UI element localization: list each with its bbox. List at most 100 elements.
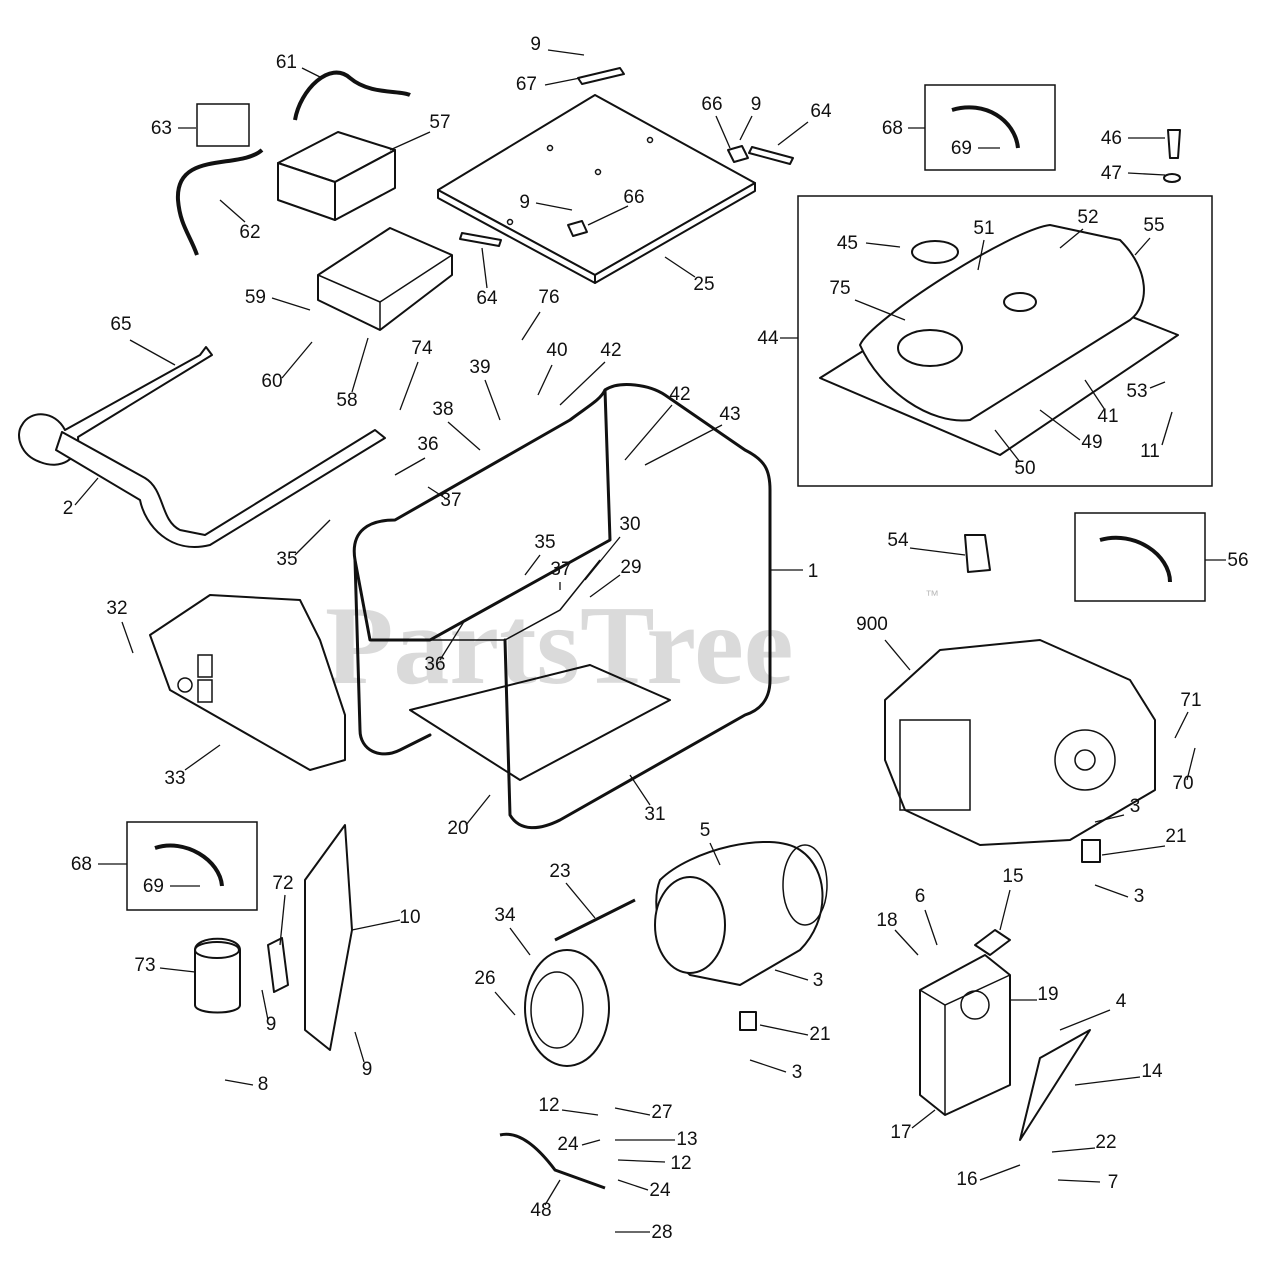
- callout-c-37-top[interactable]: 37: [440, 490, 461, 511]
- callout-c-12-b[interactable]: 12: [670, 1153, 691, 1174]
- callout-c-30[interactable]: 30: [619, 514, 640, 535]
- callout-c-37-mid[interactable]: 37: [550, 559, 571, 580]
- gasket-part: [974, 929, 1011, 956]
- callout-c-34[interactable]: 34: [494, 905, 516, 926]
- callout-c-60[interactable]: 60: [261, 371, 282, 392]
- callout-c-42-b[interactable]: 42: [669, 384, 690, 405]
- callout-c-6[interactable]: 6: [915, 886, 926, 907]
- callout-c-44[interactable]: 44: [757, 328, 779, 349]
- callout-c-33[interactable]: 33: [164, 768, 185, 789]
- callout-c-3-a[interactable]: 3: [1130, 796, 1141, 817]
- callout-c-43[interactable]: 43: [719, 404, 740, 425]
- callout-c-40[interactable]: 40: [546, 340, 567, 361]
- callout-c-17[interactable]: 17: [890, 1122, 911, 1143]
- callout-c-73[interactable]: 73: [134, 955, 155, 976]
- callout-c-28[interactable]: 28: [651, 1222, 672, 1243]
- callout-c-29[interactable]: 29: [620, 557, 641, 578]
- callout-c-10[interactable]: 10: [399, 907, 420, 928]
- callout-c-69-top[interactable]: 69: [951, 138, 972, 159]
- callout-c-8[interactable]: 8: [258, 1074, 269, 1095]
- callout-c-27[interactable]: 27: [651, 1102, 672, 1123]
- callout-c-68-top[interactable]: 68: [882, 118, 903, 139]
- callout-c-13[interactable]: 13: [676, 1129, 697, 1150]
- callout-c-41[interactable]: 41: [1097, 406, 1118, 427]
- callout-c-49[interactable]: 49: [1081, 432, 1102, 453]
- callout-c-25[interactable]: 25: [693, 274, 714, 295]
- callout-c-24-a[interactable]: 24: [557, 1134, 579, 1155]
- callout-c-16[interactable]: 16: [956, 1169, 977, 1190]
- callout-c-58[interactable]: 58: [336, 390, 357, 411]
- callout-c-76[interactable]: 76: [538, 287, 559, 308]
- callout-c-11[interactable]: 11: [1140, 441, 1160, 462]
- callout-c-66-mid[interactable]: 66: [623, 187, 644, 208]
- callout-c-20[interactable]: 20: [447, 818, 468, 839]
- callout-c-9-mid[interactable]: 9: [519, 192, 530, 213]
- callout-c-61[interactable]: 61: [276, 52, 297, 73]
- callout-c-55[interactable]: 55: [1143, 215, 1164, 236]
- callout-c-53[interactable]: 53: [1126, 381, 1147, 402]
- callout-c-35-mid[interactable]: 35: [534, 532, 555, 553]
- callout-c-45[interactable]: 45: [837, 233, 858, 254]
- callout-c-69-bot[interactable]: 69: [143, 876, 164, 897]
- callout-c-35-left[interactable]: 35: [276, 549, 297, 570]
- callout-c-64-left[interactable]: 64: [476, 288, 498, 309]
- callout-c-900[interactable]: 900: [856, 614, 888, 635]
- callout-c-72[interactable]: 72: [272, 873, 293, 894]
- callout-c-9-a[interactable]: 9: [266, 1014, 277, 1035]
- callout-c-51[interactable]: 51: [973, 218, 994, 239]
- callout-c-65[interactable]: 65: [110, 314, 131, 335]
- callout-c-9-right[interactable]: 9: [751, 94, 762, 115]
- callout-c-36-mid[interactable]: 36: [424, 654, 445, 675]
- callout-c-48[interactable]: 48: [530, 1200, 551, 1221]
- callout-c-26[interactable]: 26: [474, 968, 495, 989]
- callout-c-74[interactable]: 74: [411, 338, 433, 359]
- callout-c-3-c[interactable]: 3: [813, 970, 824, 991]
- callout-c-21-a[interactable]: 21: [1165, 826, 1186, 847]
- callout-c-47[interactable]: 47: [1101, 163, 1122, 184]
- callout-c-1[interactable]: 1: [808, 561, 819, 582]
- callout-c-31[interactable]: 31: [644, 804, 665, 825]
- callout-c-59[interactable]: 59: [245, 287, 266, 308]
- callout-c-38[interactable]: 38: [432, 399, 453, 420]
- callout-c-5[interactable]: 5: [700, 820, 711, 841]
- callout-c-75[interactable]: 75: [829, 278, 850, 299]
- callout-c-70[interactable]: 70: [1172, 773, 1193, 794]
- callout-c-4[interactable]: 4: [1116, 991, 1127, 1012]
- callout-c-3-d[interactable]: 3: [792, 1062, 803, 1083]
- leader-c-48: [544, 1179, 561, 1206]
- callout-c-15[interactable]: 15: [1002, 866, 1023, 887]
- bracket-64-right-part: [748, 146, 794, 165]
- callout-c-67[interactable]: 67: [516, 74, 537, 95]
- callout-c-66-top[interactable]: 66: [701, 94, 722, 115]
- callout-c-56[interactable]: 56: [1227, 550, 1248, 571]
- callout-c-14[interactable]: 14: [1141, 1061, 1163, 1082]
- callout-c-12-a[interactable]: 12: [538, 1095, 559, 1116]
- callout-c-39[interactable]: 39: [469, 357, 490, 378]
- callout-c-23[interactable]: 23: [549, 861, 570, 882]
- leader-c-47: [1127, 172, 1166, 176]
- callout-c-18[interactable]: 18: [876, 910, 897, 931]
- leader-c-60: [281, 341, 313, 379]
- callout-c-52[interactable]: 52: [1077, 207, 1098, 228]
- callout-c-57[interactable]: 57: [429, 112, 450, 133]
- callout-c-22[interactable]: 22: [1095, 1132, 1116, 1153]
- callout-c-63[interactable]: 63: [151, 118, 172, 139]
- callout-c-3-b[interactable]: 3: [1134, 886, 1145, 907]
- callout-c-68-bot[interactable]: 68: [71, 854, 92, 875]
- callout-c-54[interactable]: 54: [887, 530, 909, 551]
- callout-c-71[interactable]: 71: [1180, 690, 1201, 711]
- callout-c-42-a[interactable]: 42: [600, 340, 621, 361]
- callout-c-9-b[interactable]: 9: [362, 1059, 373, 1080]
- callout-c-24-b[interactable]: 24: [649, 1180, 671, 1201]
- callout-c-32[interactable]: 32: [106, 598, 127, 619]
- callout-c-62[interactable]: 62: [239, 222, 260, 243]
- callout-c-21-b[interactable]: 21: [809, 1024, 830, 1045]
- callout-c-9-top[interactable]: 9: [530, 34, 541, 55]
- callout-c-46[interactable]: 46: [1101, 128, 1122, 149]
- callout-c-19[interactable]: 19: [1037, 984, 1058, 1005]
- callout-c-7[interactable]: 7: [1108, 1172, 1119, 1193]
- callout-c-64-right[interactable]: 64: [810, 101, 832, 122]
- callout-c-36-top[interactable]: 36: [417, 434, 438, 455]
- callout-c-50[interactable]: 50: [1014, 458, 1035, 479]
- callout-c-2[interactable]: 2: [63, 498, 74, 519]
